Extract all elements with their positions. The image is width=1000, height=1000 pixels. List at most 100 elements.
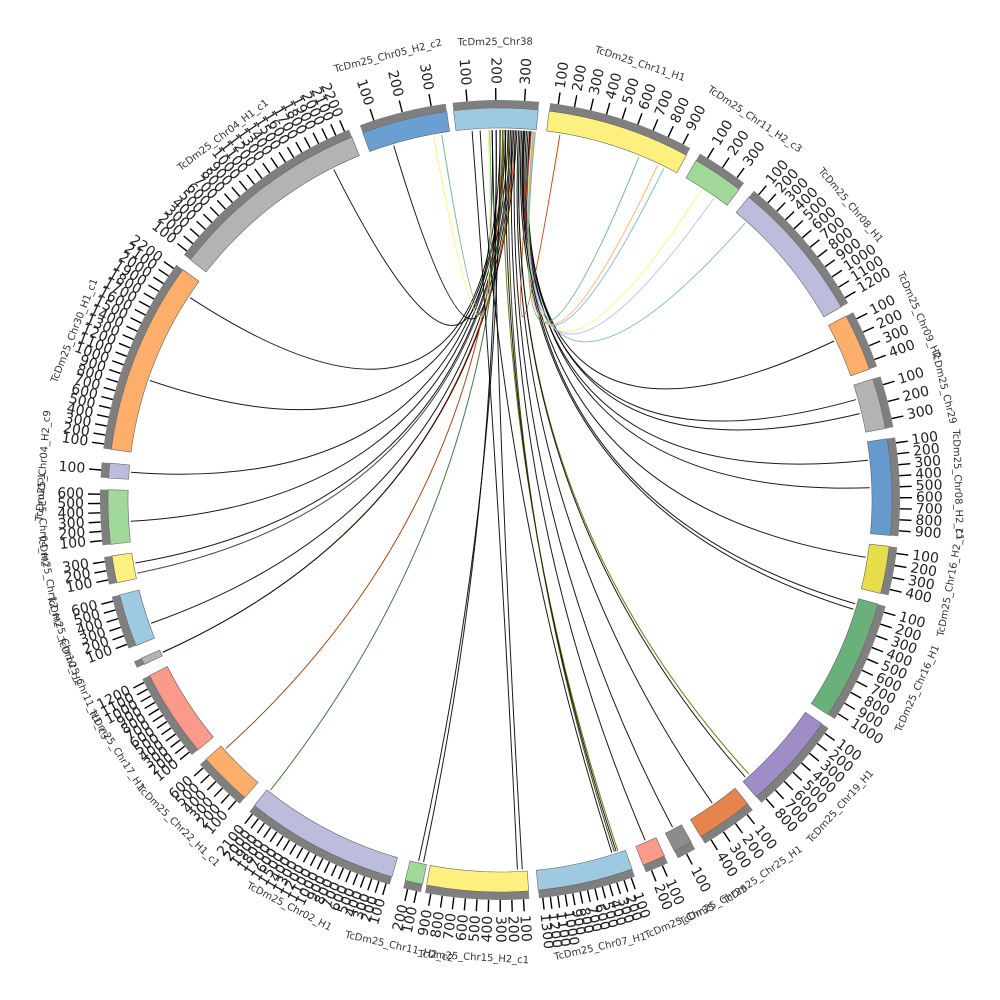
tick-mark (557, 92, 561, 105)
segment-arc[interactable] (453, 107, 539, 131)
link-ribbon (135, 130, 512, 564)
tick-mark (882, 380, 895, 386)
segment-arc[interactable] (546, 110, 687, 174)
segment-arc[interactable] (140, 649, 163, 665)
segment-label: TcDm25_Chr08_H2_c1 (950, 428, 965, 540)
segment-arc[interactable] (426, 865, 530, 893)
tick-label: 200 (912, 441, 940, 460)
segment-s15[interactable]: 1002003004005006007008009001000110012001… (535, 849, 653, 963)
tick-mark (866, 658, 879, 665)
tick-mark (209, 206, 220, 217)
tick-mark (231, 186, 241, 197)
tick-label: 200 (901, 383, 931, 405)
tick-mark (130, 317, 142, 324)
tick-mark (227, 800, 237, 811)
tick-mark (557, 895, 561, 908)
tick-label: 900 (568, 908, 589, 937)
tick-mark (594, 888, 599, 901)
tick-mark (170, 739, 181, 748)
segment-arc[interactable] (149, 666, 214, 751)
segment-s5[interactable]: 100200300400500600700800900100011001200T… (735, 157, 894, 318)
tick-mark (710, 839, 719, 851)
segment-arc[interactable] (742, 711, 823, 798)
link-ribbon (162, 130, 518, 653)
segment-arc[interactable] (205, 745, 259, 799)
segment-arc[interactable] (110, 269, 200, 453)
tick-label: 500 (916, 477, 943, 494)
segment-arc[interactable] (119, 589, 155, 646)
tick-label: 300 (61, 556, 90, 576)
segment-arc[interactable] (828, 315, 870, 377)
tick-label: 100 (366, 897, 389, 927)
segment-s18[interactable]: 1002003004005006007008009001000110012001… (214, 789, 398, 934)
segment-s3[interactable]: 100200300400500600700800900TcDm25_Chr11_… (546, 44, 710, 174)
segment-arc[interactable] (107, 489, 131, 545)
segment-arc[interactable] (690, 787, 749, 838)
tick-mark (118, 342, 131, 349)
segment-tick-band (700, 803, 753, 844)
tick-mark (856, 312, 868, 320)
tick-mark (321, 128, 328, 140)
tick-label: 200 (504, 916, 521, 943)
tick-mark (200, 774, 210, 784)
tick-mark (899, 519, 912, 522)
tick-mark (96, 579, 109, 584)
tick-mark (93, 432, 106, 436)
segment-arc[interactable] (362, 111, 450, 152)
segment-arc[interactable] (810, 598, 879, 716)
link-ribbon (491, 130, 523, 870)
link-ribbon (527, 131, 665, 326)
segment-arc[interactable] (867, 438, 893, 536)
segment-arc[interactable] (111, 552, 137, 584)
tick-mark (189, 228, 200, 238)
tick-mark (289, 843, 297, 855)
tick-label: 200 (909, 560, 938, 580)
tick-label: 100 (516, 915, 534, 943)
segment-arc[interactable] (685, 160, 740, 206)
tick-mark (312, 132, 320, 144)
segment-tick-band (142, 675, 198, 755)
segment-arc[interactable] (735, 196, 842, 318)
segment-arc[interactable] (253, 789, 398, 878)
tick-label: 800 (915, 513, 942, 530)
tick-mark (542, 897, 545, 910)
tick-mark (103, 609, 116, 614)
segment-arc[interactable] (535, 849, 633, 891)
segment-arc[interactable] (665, 824, 692, 852)
segment-arc[interactable] (853, 378, 886, 433)
segment-arc[interactable] (189, 136, 360, 273)
segment-s27[interactable]: 1002003004005006007008009001000110012001… (148, 81, 360, 273)
segment-arc[interactable] (635, 837, 665, 866)
tick-mark (685, 853, 693, 865)
tick-mark (572, 893, 576, 906)
segment-arc[interactable] (404, 860, 427, 885)
tick-mark (579, 891, 584, 904)
segment-s26[interactable]: 1002003004005006007008009001000110012001… (49, 232, 200, 453)
segment-arc[interactable] (860, 543, 890, 594)
tick-mark (330, 864, 338, 877)
segment-tick-band (846, 312, 878, 370)
tick-mark (134, 308, 146, 316)
tick-mark (891, 415, 904, 420)
segment-s16[interactable]: 100200300400500600700800900TcDm25_Chr15_… (415, 865, 534, 966)
tick-label: 200 (621, 893, 645, 923)
tick-mark (101, 600, 114, 605)
tick-mark (90, 539, 103, 543)
tick-mark (428, 893, 432, 906)
tick-mark (776, 202, 786, 212)
segment-tick-band (359, 103, 447, 133)
segment-arc[interactable] (108, 462, 130, 480)
tick-mark (339, 120, 346, 132)
tick-mark (330, 124, 337, 136)
segment-tick-band (100, 462, 110, 479)
tick-mark (202, 213, 213, 223)
tick-mark (133, 681, 145, 689)
